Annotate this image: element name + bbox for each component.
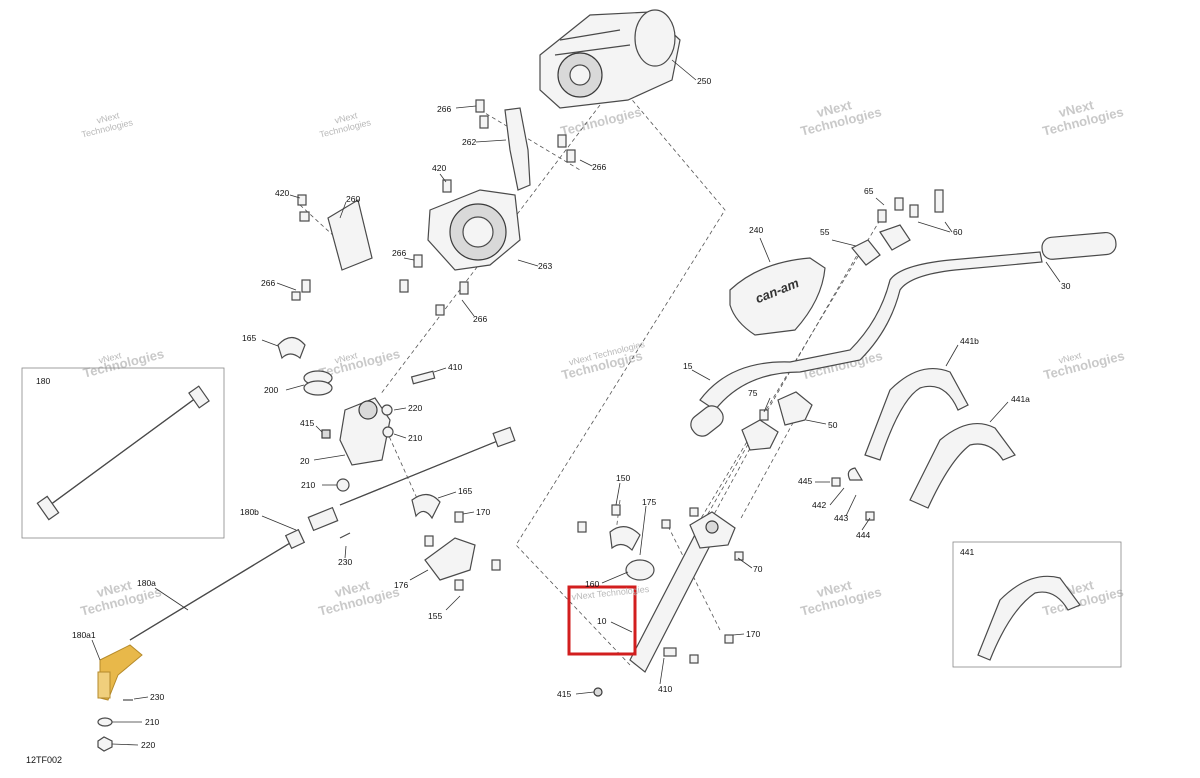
callout-175: 175 xyxy=(642,497,656,507)
callout-441a: 441a xyxy=(1011,394,1030,404)
callout-266: 266 xyxy=(261,278,275,288)
callout-260: 260 xyxy=(346,194,360,204)
callout-200: 200 xyxy=(264,385,278,395)
callout-220: 220 xyxy=(408,403,422,413)
callout-180b: 180b xyxy=(240,507,259,517)
inset-441 xyxy=(952,541,1122,668)
callout-165: 165 xyxy=(242,333,256,343)
callout-420: 420 xyxy=(275,188,289,198)
callout-180a: 180a xyxy=(137,578,156,588)
watermark-line2: Technologies xyxy=(559,104,643,139)
callout-20: 20 xyxy=(300,456,310,466)
callout-165: 165 xyxy=(458,486,472,496)
callout-labels: 250 266 262 266 420 420 260 266 263 266 … xyxy=(36,76,1071,750)
callout-180a1: 180a1 xyxy=(72,630,96,640)
callout-266: 266 xyxy=(437,104,451,114)
figure-id: 12TF002 xyxy=(26,755,63,765)
callout-50: 50 xyxy=(828,420,838,430)
callout-176: 176 xyxy=(394,580,408,590)
callout-266: 266 xyxy=(592,162,606,172)
callout-55: 55 xyxy=(820,227,830,237)
callout-65: 65 xyxy=(864,186,874,196)
callout-410: 410 xyxy=(448,362,462,372)
callout-210: 210 xyxy=(301,480,315,490)
steering-column-left xyxy=(277,336,441,520)
watermark-line2: Technologies xyxy=(82,346,166,381)
bracket-assembly xyxy=(327,107,531,271)
callout-15: 15 xyxy=(683,361,693,371)
callout-220: 220 xyxy=(141,740,155,750)
callout-410: 410 xyxy=(658,684,672,694)
callout-230: 230 xyxy=(150,692,164,702)
watermark-line2: Technologies xyxy=(1042,348,1126,383)
callout-60: 60 xyxy=(953,227,963,237)
callout-160: 160 xyxy=(585,579,599,589)
callout-210: 210 xyxy=(145,717,159,727)
callout-155: 155 xyxy=(428,611,442,621)
callout-441b: 441b xyxy=(960,336,979,346)
callout-420: 420 xyxy=(432,163,446,173)
callout-70: 70 xyxy=(753,564,763,574)
callout-415: 415 xyxy=(557,689,571,699)
callout-442: 442 xyxy=(812,500,826,510)
callout-266: 266 xyxy=(392,248,406,258)
callout-180: 180 xyxy=(36,376,50,386)
handlebar-covers xyxy=(831,368,1016,521)
steering-shaft xyxy=(577,504,744,697)
callout-210: 210 xyxy=(408,433,422,443)
callout-75: 75 xyxy=(748,388,758,398)
handlebar-assembly: can-am xyxy=(690,189,1117,451)
callout-240: 240 xyxy=(749,225,763,235)
inset-180 xyxy=(21,367,225,539)
callout-170: 170 xyxy=(746,629,760,639)
highlight-box xyxy=(567,585,637,656)
callout-441: 441 xyxy=(960,547,974,557)
callout-445: 445 xyxy=(798,476,812,486)
callout-170: 170 xyxy=(476,507,490,517)
inset-boxes xyxy=(21,367,1122,668)
callout-443: 443 xyxy=(834,513,848,523)
callout-444: 444 xyxy=(856,530,870,540)
callout-10: 10 xyxy=(597,616,607,626)
leader-lines xyxy=(91,59,1061,746)
callout-415: 415 xyxy=(300,418,314,428)
callout-250: 250 xyxy=(697,76,711,86)
callout-230: 230 xyxy=(338,557,352,567)
callout-30: 30 xyxy=(1061,281,1071,291)
callout-263: 263 xyxy=(538,261,552,271)
bolts xyxy=(291,99,576,316)
callout-266: 266 xyxy=(473,314,487,324)
lower-bracket xyxy=(339,511,501,591)
callout-262: 262 xyxy=(462,137,476,147)
callout-150: 150 xyxy=(616,473,630,483)
power-steering-motor xyxy=(539,9,681,109)
